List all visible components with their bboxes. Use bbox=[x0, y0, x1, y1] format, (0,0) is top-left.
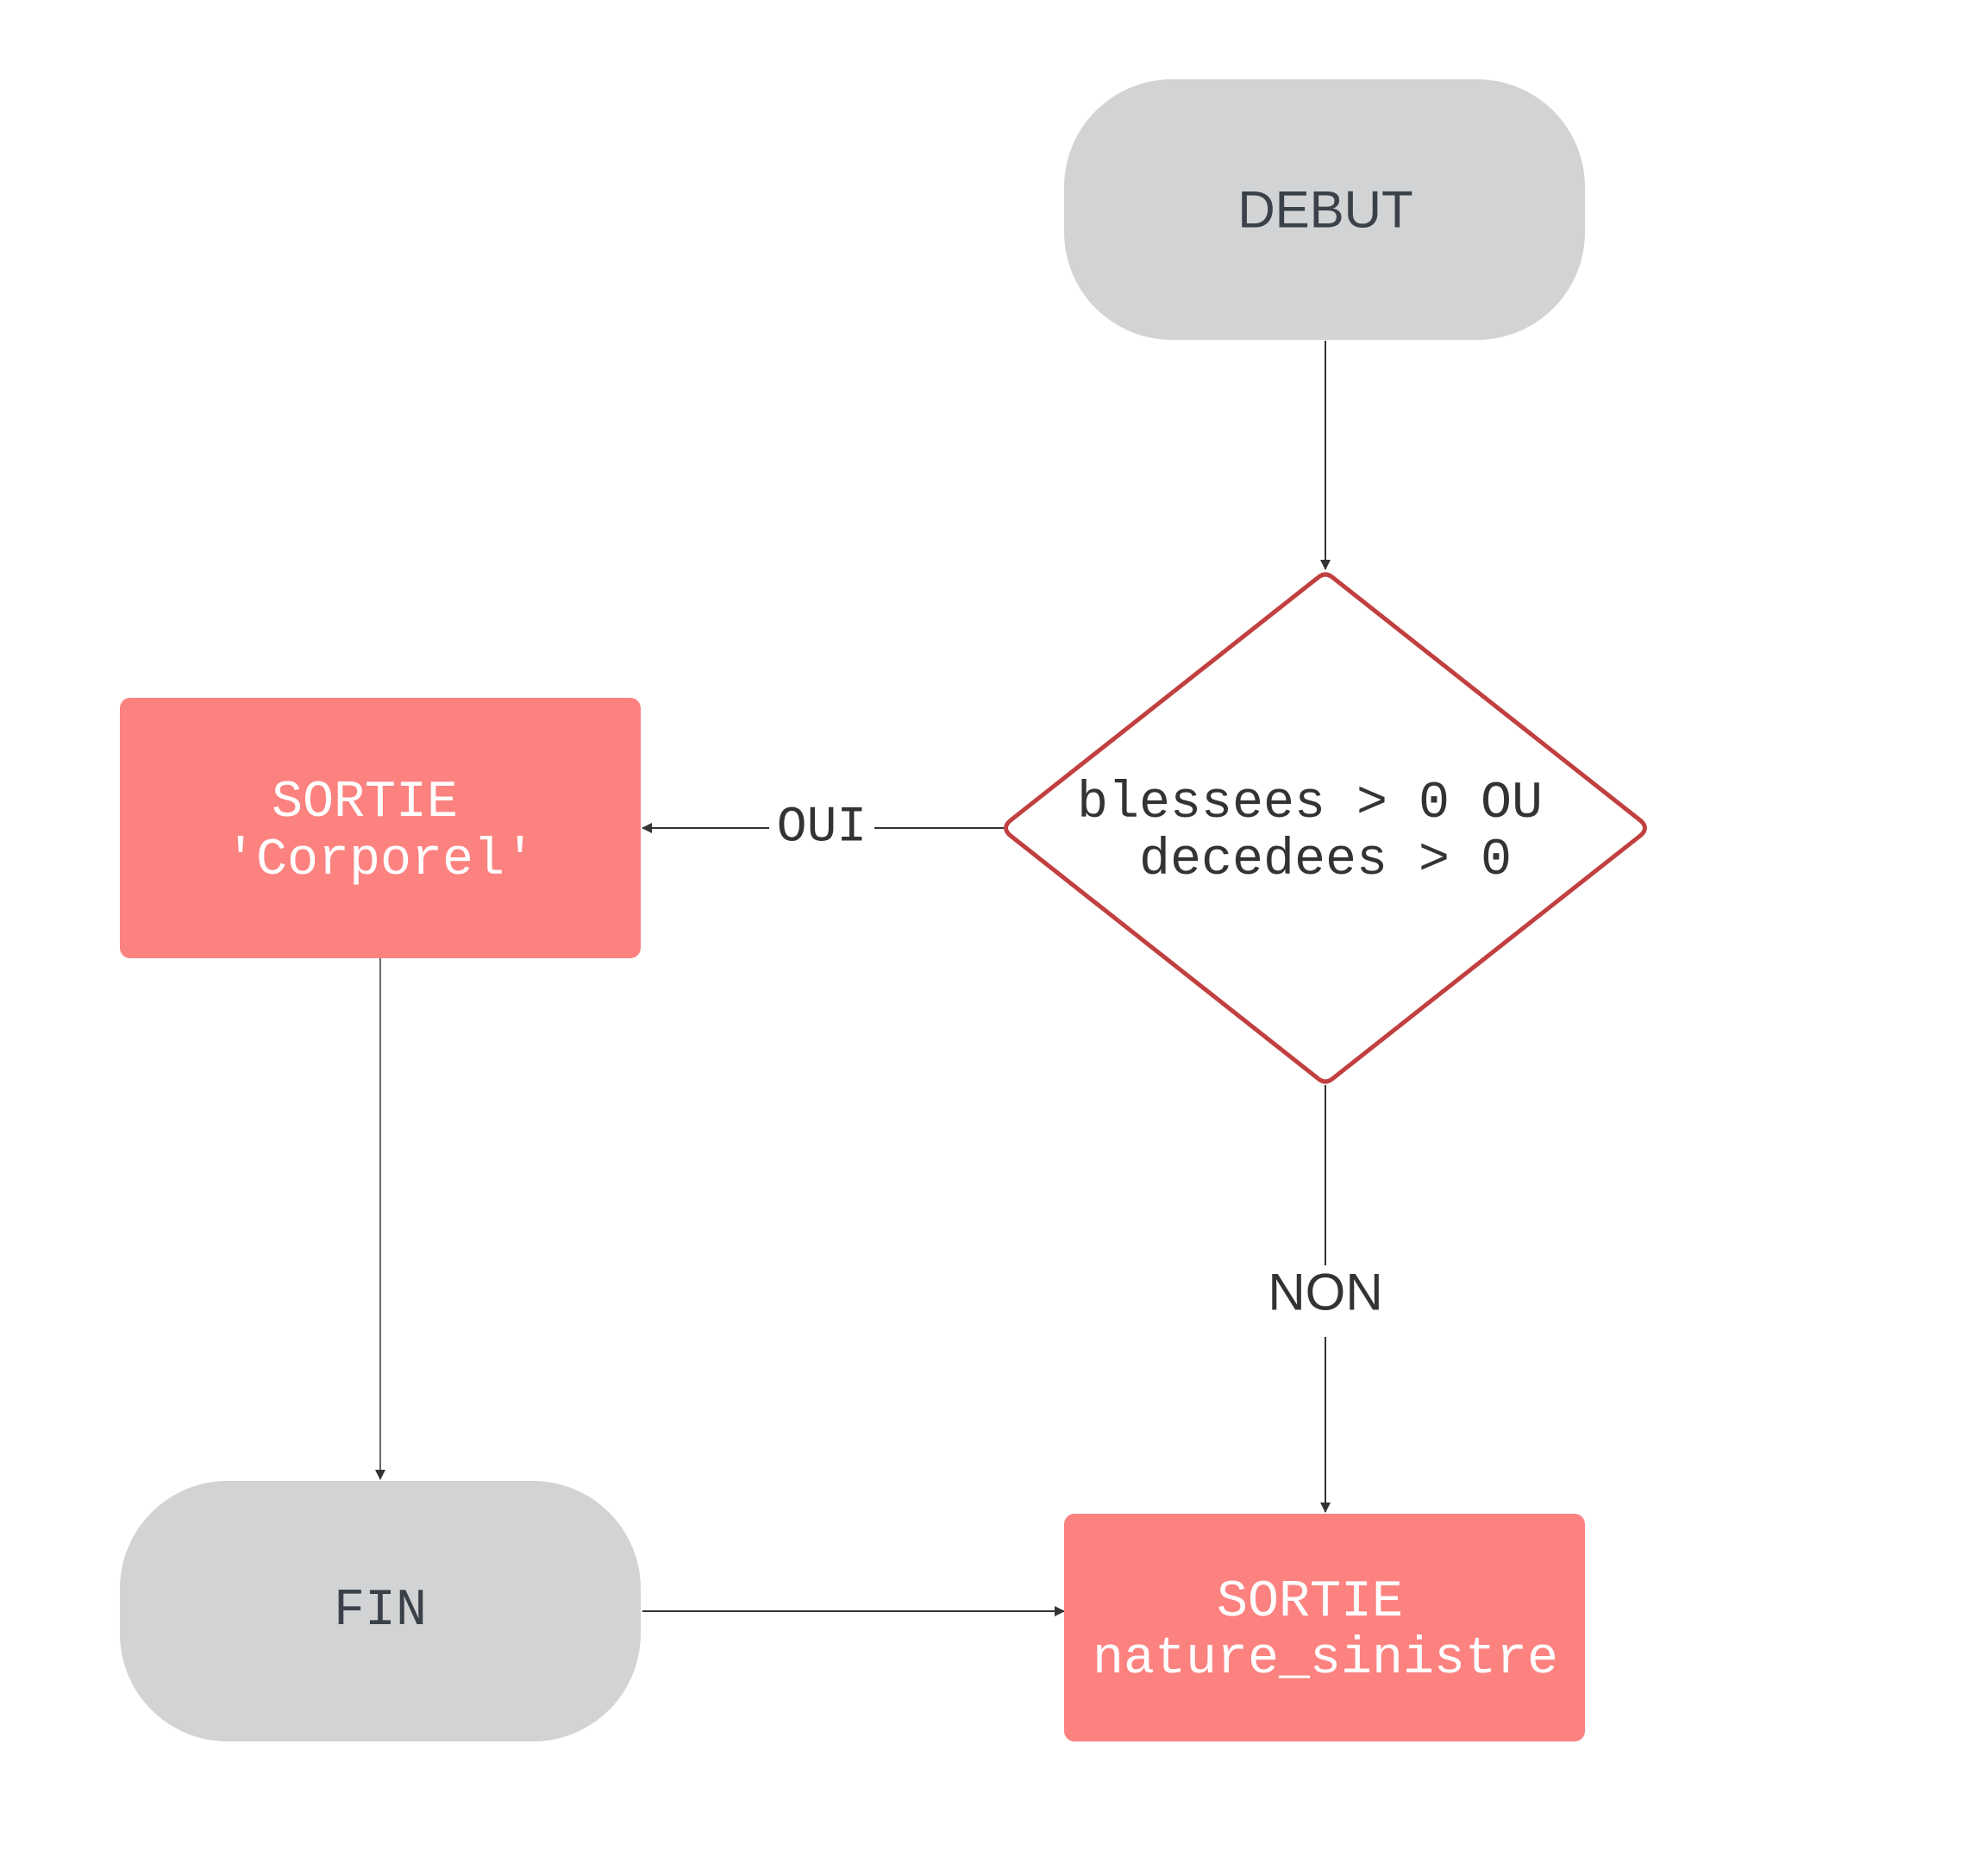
edge-label-non: NON bbox=[1268, 1264, 1382, 1321]
output-label-corporel: SORTIE 'Corporel' bbox=[225, 774, 536, 890]
decision-label-line-1: blessees > 0 OU bbox=[1077, 775, 1543, 833]
node-sortie-nature: SORTIE nature_sinistre bbox=[1064, 1514, 1585, 1741]
decision-label-line-2: decedees > 0 bbox=[1139, 831, 1512, 890]
terminal-shape-debut bbox=[1064, 79, 1585, 340]
output-label-nature-line-1: SORTIE bbox=[1217, 1573, 1403, 1632]
node-sortie-corporel: SORTIE 'Corporel' bbox=[120, 698, 641, 958]
decision-label: blessees > 0 OU decedees > 0 bbox=[1077, 775, 1574, 890]
node-decision: blessees > 0 OU decedees > 0 bbox=[1004, 572, 1647, 1084]
output-label-corporel-line-2: 'Corporel' bbox=[225, 831, 536, 890]
output-label-nature: SORTIE nature_sinistre bbox=[1093, 1573, 1558, 1689]
terminal-shape-fin bbox=[120, 1481, 641, 1741]
edge-label-oui: OUI bbox=[777, 800, 867, 856]
output-shape-corporel bbox=[120, 698, 641, 958]
output-label-corporel-line-1: SORTIE bbox=[272, 774, 458, 832]
decision-diamond bbox=[1004, 572, 1647, 1084]
output-label-nature-line-2: nature_sinistre bbox=[1093, 1630, 1558, 1689]
edges: OUI NON bbox=[375, 341, 1383, 1616]
output-shape-nature bbox=[1064, 1514, 1585, 1741]
node-label-fin: FIN bbox=[334, 1582, 427, 1641]
node-debut: DEBUT bbox=[1064, 79, 1585, 340]
node-fin: FIN bbox=[120, 1481, 641, 1741]
node-label-debut: DEBUT bbox=[1237, 181, 1412, 239]
